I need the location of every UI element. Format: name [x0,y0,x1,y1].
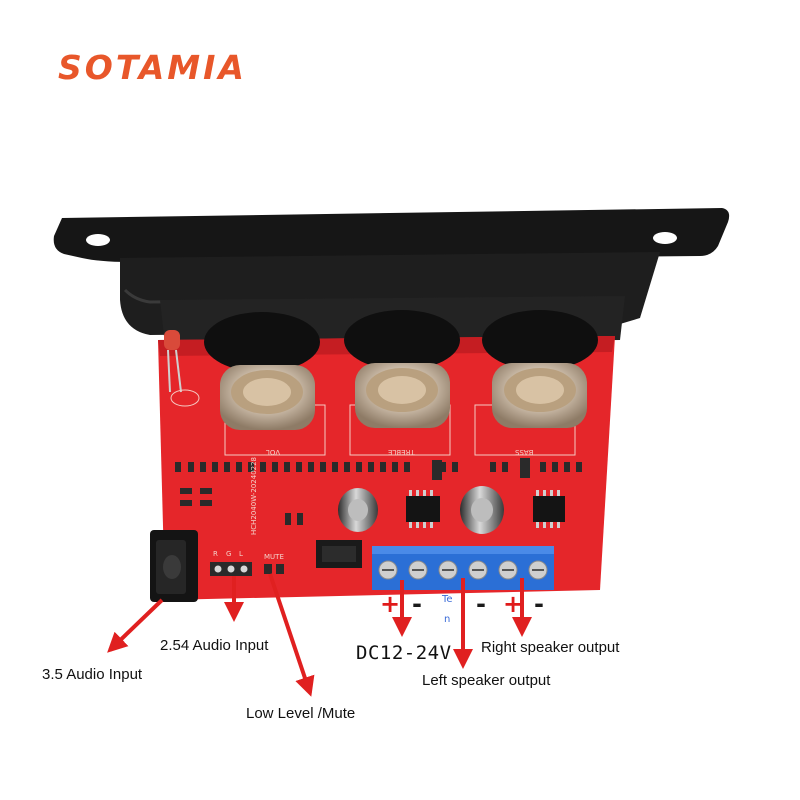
header-254 [210,562,252,576]
silk-model: HCH2040W-20240228 [250,456,259,536]
silk-treble: TREBLE [388,448,415,456]
mounting-hole-left [86,234,110,246]
knob-nuts [204,310,598,372]
silk-pin-r: R [213,550,218,558]
polarity-dc-plus: + [380,590,401,618]
pot-bass [492,363,587,428]
polarity-right-minus: - [534,590,544,618]
smd-pads [175,458,582,525]
silk-mute: MUTE [264,553,284,561]
polarity-left-minus: - [476,590,486,618]
label-35-audio-input: 3.5 Audio Input [42,666,143,683]
led [164,330,200,407]
label-low-level-mute: Low Level /Mute [246,705,356,722]
mute-pads [264,564,284,574]
brand-logo: SOTAMIA [58,48,247,87]
label-dc-input: DC12-24V [356,642,452,664]
annotation-arrows [107,573,532,697]
mounting-hole-right [653,232,677,244]
ic-chips [406,490,565,528]
arrow-mute [268,573,315,697]
stray-text-te: Te [442,594,453,605]
silk-bass: BASS [515,448,534,456]
silk-pin-g: G [226,550,232,558]
capacitors [338,486,504,534]
pot-treble [355,363,450,428]
polarity-right-plus: + [503,590,524,618]
silk-pin-l: L [239,550,243,558]
label-254-audio-input: 2.54 Audio Input [160,637,269,654]
audio-jack-35mm [150,530,198,602]
stray-text-n: n [444,614,451,625]
pot-vol [220,365,315,430]
silk-vol: VOL [266,448,281,456]
label-right-speaker-output: Right speaker output [481,639,620,656]
label-left-speaker-output: Left speaker output [422,672,551,689]
arrow-jack [107,598,164,653]
polarity-dc-minus: - [412,590,422,618]
potentiometers [220,363,587,430]
